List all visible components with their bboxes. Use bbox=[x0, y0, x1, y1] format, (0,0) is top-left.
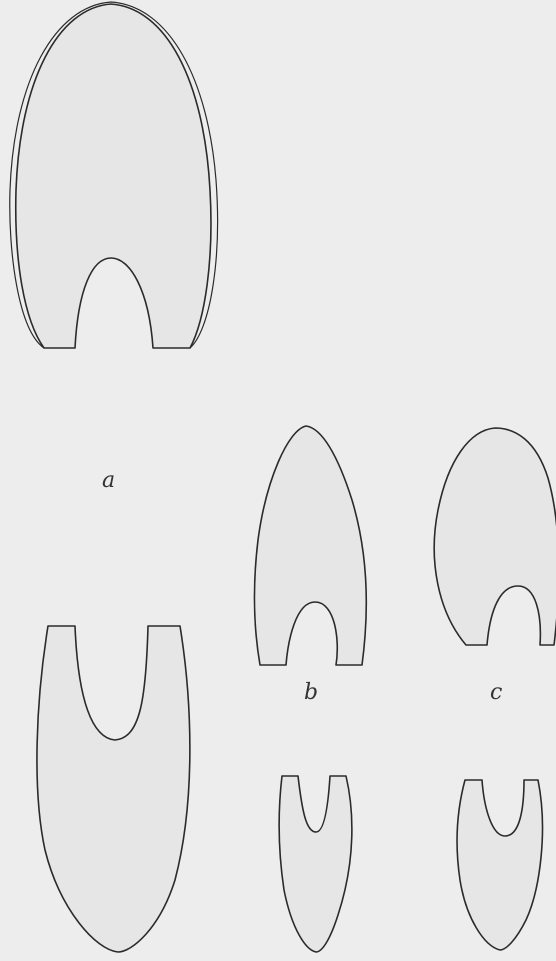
label-a: a bbox=[102, 468, 115, 493]
shape-b-bottom bbox=[279, 776, 352, 952]
shape-a-bottom bbox=[37, 626, 190, 952]
shape-c-bottom bbox=[457, 780, 542, 950]
shape-a-top bbox=[16, 4, 211, 348]
label-c: c bbox=[490, 680, 502, 705]
shape-c-top bbox=[434, 428, 556, 645]
shape-b-top bbox=[254, 426, 366, 665]
label-b: b bbox=[304, 680, 318, 705]
